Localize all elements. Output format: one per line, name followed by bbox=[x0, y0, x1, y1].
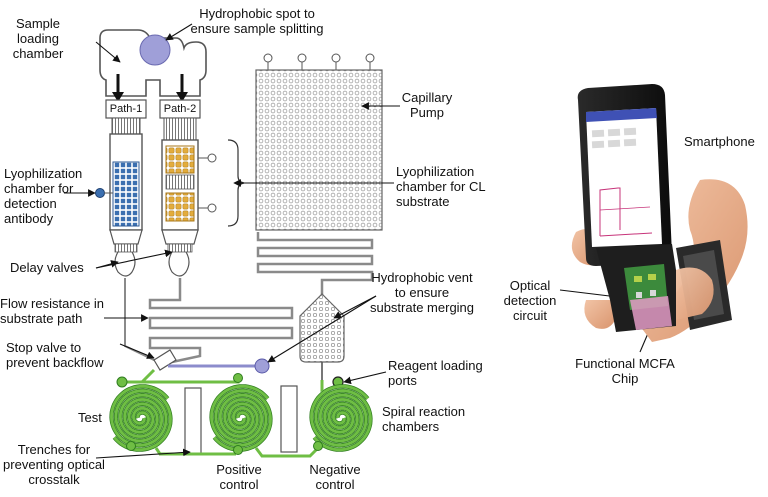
label-test: Test bbox=[78, 410, 102, 425]
leader-lines bbox=[64, 23, 653, 459]
label-path2: Path-2 bbox=[163, 103, 197, 115]
label-sample-loading-chamber: Sample loading chamber bbox=[12, 16, 64, 61]
label-spiral-chambers: Spiral reaction chambers bbox=[382, 404, 466, 434]
label-delay-valves: Delay valves bbox=[10, 260, 84, 275]
label-trenches: Trenches for preventing optical crosstal… bbox=[3, 442, 105, 487]
cl-substrate-chamber-top bbox=[165, 145, 195, 174]
label-path1: Path-1 bbox=[109, 103, 143, 115]
pump-serpentine bbox=[256, 232, 374, 296]
label-hydrophobic-vent: Hydrophobic vent to ensure substrate mer… bbox=[369, 270, 475, 315]
phone-plot bbox=[599, 187, 653, 237]
smartphone-assembly bbox=[571, 84, 748, 342]
hydrophobic-spot bbox=[139, 34, 171, 66]
path1-channel bbox=[124, 278, 159, 363]
stop-valve bbox=[153, 349, 177, 371]
hydrophobic-vent-column bbox=[299, 293, 345, 380]
label-stop-valve: Stop valve to prevent backflow bbox=[6, 340, 104, 370]
label-flow-resistance: Flow resistance in substrate path bbox=[0, 296, 105, 326]
label-smartphone: Smartphone bbox=[684, 134, 755, 149]
flow-resistance-channel bbox=[148, 278, 294, 364]
label-hydrophobic-spot: Hydrophobic spot to ensure sample splitt… bbox=[190, 6, 324, 36]
hydrophobic-vent bbox=[254, 358, 270, 374]
label-lyophilization-detection: Lyophilization chamber for detection ant… bbox=[4, 166, 83, 226]
spiral-positive-control bbox=[208, 384, 274, 452]
capillary-pump bbox=[255, 53, 383, 231]
cl-substrate-chamber-bottom bbox=[165, 192, 195, 222]
trench-1 bbox=[184, 387, 202, 455]
label-negative-control: Negative control bbox=[309, 462, 361, 492]
path1-column bbox=[95, 117, 143, 277]
label-reagent-ports: Reagent loading ports bbox=[388, 358, 483, 388]
trench-2 bbox=[280, 385, 298, 453]
delay-valve-1 bbox=[114, 251, 136, 277]
label-positive-control: Positive control bbox=[216, 462, 262, 492]
functional-chip-strip bbox=[630, 296, 672, 330]
path2-column bbox=[161, 117, 217, 277]
spiral-test bbox=[108, 384, 174, 452]
label-capillary-pump: Capillary Pump bbox=[401, 90, 453, 120]
delay-valve-2 bbox=[168, 251, 190, 277]
spiral-negative-control bbox=[308, 384, 374, 452]
detection-antibody-chamber bbox=[112, 161, 140, 227]
label-optical-circuit: Optical detection circuit bbox=[503, 278, 557, 323]
phone-screen bbox=[586, 108, 662, 247]
label-functional-chip: Functional MCFA Chip bbox=[575, 356, 675, 386]
label-lyophilization-cl: Lyophilization chamber for CL substrate bbox=[396, 164, 486, 209]
